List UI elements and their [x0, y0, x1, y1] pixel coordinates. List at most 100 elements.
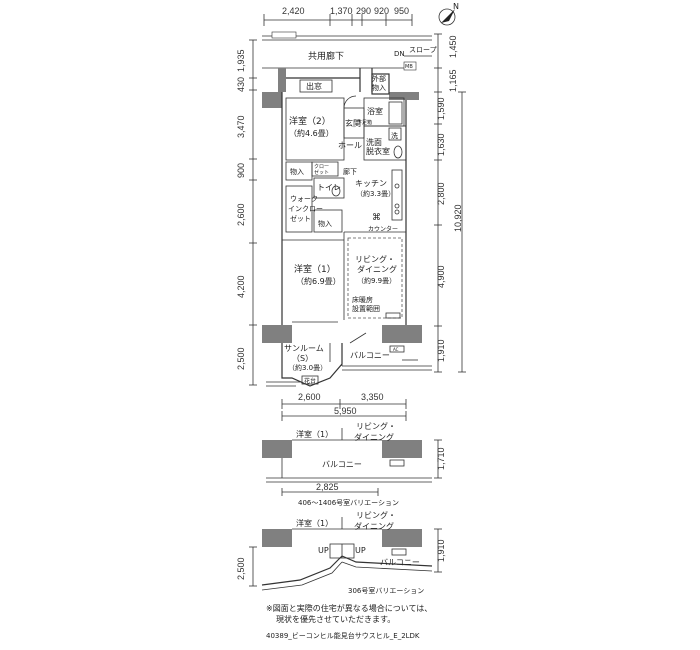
right-dim-1: 1,450: [448, 35, 458, 58]
var1-balcony-label: バルコニー: [322, 460, 362, 469]
storage2-label: 物入: [318, 219, 332, 228]
storage-room-1: 物入: [285, 161, 313, 181]
washroom-label-1: 洗面: [366, 137, 382, 147]
ac-label: AC: [393, 347, 399, 352]
right-dimensions: 1,450 1,165 1,590 1,630 2,800 4,900 1,91…: [434, 33, 466, 373]
top-dim-2: 1,370: [330, 6, 353, 16]
hallway-label: 廊下: [343, 167, 357, 176]
var2-room-right-2: ダイニング: [354, 521, 394, 531]
top-dim-3: 290: [356, 6, 371, 16]
western1-size: （約6.9畳）: [296, 276, 341, 286]
right-dim-3: 1,590: [436, 97, 446, 120]
var1-room-right-1: リビング・: [356, 421, 396, 431]
right-dim-5: 2,800: [436, 182, 446, 205]
common-corridor: 共用廊下 DN スロープ MB: [262, 31, 437, 71]
outer-storage-label-1: 外部: [372, 74, 386, 83]
toilet-label: トイレ: [317, 183, 341, 192]
right-dim-2: 1,165: [448, 69, 458, 92]
top-dim-1: 2,420: [282, 6, 305, 16]
sunroom-size: （約3.0畳）: [288, 363, 327, 372]
closet: クロー ゼット: [311, 161, 339, 177]
western-room-1: 洋室（1） （約6.9畳）: [282, 239, 344, 323]
var1-room-right-2: ダイニング: [354, 432, 394, 442]
var2-caption: 306号室バリエーション: [348, 586, 424, 595]
top-dimensions: 2,420 1,370 290 920 950: [263, 6, 413, 26]
walkin-label-3: ゼット: [290, 214, 311, 223]
balcony: バルコニー AC: [341, 332, 432, 371]
var2-dim-right: 1,910: [436, 539, 446, 562]
floor-heating-label-1: 床暖房: [352, 295, 373, 304]
living-dining: リビング・ ダイニング （約9.9畳） 床暖房 設置範囲: [343, 232, 403, 320]
counter: カウンター: [344, 225, 406, 233]
flowerbed-label: 花台: [304, 377, 316, 385]
footer-code: 40389_ビーコンヒル能見台サウスヒル_E_2LDK: [266, 631, 420, 640]
left-dim-1: 1,935: [236, 49, 246, 72]
balcony-label: バルコニー: [350, 351, 390, 360]
outer-storage-label-2: 物入: [372, 83, 386, 92]
entrance-label: 玄関: [345, 118, 361, 128]
note-line-1: ※図面と実際の住宅が異なる場合については、: [266, 603, 432, 613]
left-dim-5: 2,600: [236, 203, 246, 226]
sunroom-label: サンルーム: [284, 344, 324, 353]
walkin-label-2: インクロー: [288, 205, 323, 213]
storage-room-2: 物入: [313, 209, 343, 233]
bottom-dim-1: 2,600: [298, 392, 321, 402]
counter-label: カウンター: [368, 225, 398, 233]
var2-up-left: UP: [318, 546, 329, 555]
storage1-label: 物入: [290, 167, 304, 176]
bath-label: 浴室: [367, 106, 383, 116]
floor-heating-label-2: 設置範囲: [352, 304, 380, 313]
walkin-closet: ウォーク インクロー ゼット: [285, 185, 323, 233]
left-dimensions: 1,935 430 3,470 900 2,600 4,200 2,500: [236, 39, 257, 386]
slope-label: スロープ: [409, 46, 437, 54]
western1-label: 洋室（1）: [294, 263, 336, 275]
washroom: 洗面 脱衣室 洗: [363, 125, 407, 161]
mb-label: MB: [405, 64, 413, 70]
western2-label: 洋室（2）: [289, 115, 331, 127]
left-dim-6: 4,200: [236, 275, 246, 298]
var2-room-left: 洋室（1）: [296, 518, 333, 528]
western2-size: （約4.6畳）: [289, 128, 334, 138]
hall: ホール: [338, 141, 362, 150]
left-dim-3: 3,470: [236, 115, 246, 138]
western-room-2: 洋室（2） （約4.6畳）: [285, 97, 345, 161]
outer-storage-room: 外部 物入: [371, 73, 390, 95]
bottom-dimensions: 2,600 3,350 5,950: [281, 392, 407, 421]
walkin-label-1: ウォーク: [290, 195, 318, 203]
right-dim-7: 1,910: [436, 339, 446, 362]
var2-up-right: UP: [355, 546, 366, 555]
closet-label-2: ゼット: [314, 169, 329, 176]
bottom-dim-total: 5,950: [334, 406, 357, 416]
living-label-1: リビング・: [355, 254, 395, 264]
left-dim-2: 430: [236, 77, 246, 92]
entrance: 玄関 下足箱: [343, 95, 372, 139]
var1-dim-bottom: 2,825: [316, 482, 339, 492]
var2-room-right-1: リビング・: [356, 510, 396, 520]
left-dim-4: 900: [236, 163, 246, 178]
dn-label: DN: [394, 50, 405, 58]
kitchen-size: （約3.3畳）: [356, 189, 395, 198]
var2-dim-left: 2,500: [236, 557, 246, 580]
bay-window: 出窓: [299, 79, 333, 93]
washroom-label-2: 脱衣室: [366, 146, 390, 156]
top-dim-4: 920: [374, 6, 389, 16]
shoe-box-label: 下足箱: [357, 119, 372, 126]
variation-1-plan: 洋室（1） リビング・ ダイニング バルコニー 1,710 2,825 406〜…: [262, 421, 446, 507]
right-dim-total: 10,920: [453, 204, 463, 232]
var1-dim-right: 1,710: [436, 447, 446, 470]
living-size: （約9.9畳）: [357, 276, 396, 285]
top-dim-5: 950: [394, 6, 409, 16]
compass-label: N: [453, 2, 459, 11]
kitchen: キッチン （約3.3畳） ⌘: [355, 169, 403, 223]
left-dim-7: 2,500: [236, 347, 246, 370]
toilet-room: トイレ: [313, 177, 345, 199]
living-label-2: ダイニング: [357, 264, 397, 274]
corridor-label: 共用廊下: [308, 50, 344, 62]
var1-room-left: 洋室（1）: [296, 429, 333, 439]
washer-label: 洗: [391, 131, 398, 140]
variation-2-plan: 洋室（1） リビング・ ダイニング UP UP バルコニー 2,500 1,91…: [236, 510, 446, 595]
var2-balcony-label: バルコニー: [380, 558, 420, 567]
hallway: 廊下: [343, 167, 357, 176]
bottom-dim-2: 3,350: [361, 392, 384, 402]
